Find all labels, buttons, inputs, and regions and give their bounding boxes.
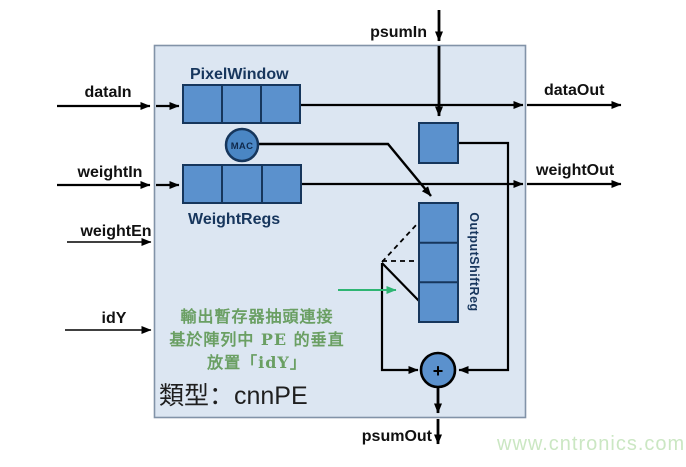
mac-unit: MAC: [224, 127, 260, 163]
watermark: www.cntronics.com: [496, 433, 685, 455]
annotation-line3: 放置「idY」: [206, 353, 307, 372]
annotation-line1: 輸出暫存器抽頭連接: [180, 307, 333, 326]
block-label-outputshiftreg: OutputShiftReg: [467, 212, 481, 311]
wire-tap-to-adder: [380, 263, 419, 374]
port-label-psumout: psumOut: [362, 428, 433, 445]
block-label-weightregs: WeightRegs: [188, 211, 280, 228]
block-label-pixelwindow: PixelWindow: [190, 66, 289, 83]
port-label-weighten: weightEn: [79, 223, 151, 240]
psum-register: [418, 122, 459, 164]
wire-mac-to-shiftreg: [258, 142, 432, 197]
mac-label: MAC: [231, 141, 254, 152]
port-label-weightout: weightOut: [535, 162, 615, 179]
wires: [57, 10, 622, 445]
wire-psumreg-to-adder: [458, 141, 510, 374]
weight-regs-register: [182, 164, 302, 204]
port-label-psumin: psumIn: [370, 24, 427, 41]
type-label: 類型：cnnPE: [159, 382, 308, 410]
port-label-datain: dataIn: [84, 84, 131, 101]
port-label-idy: idY: [102, 310, 127, 327]
annotation-line2: 基於陣列中 PE 的垂直: [168, 330, 344, 349]
pixel-window-register: [182, 84, 301, 124]
port-label-weightin: weightIn: [77, 164, 143, 181]
output-shift-register: [418, 202, 459, 323]
adder-label: +: [433, 361, 444, 381]
wire-tap-selected: [381, 262, 421, 303]
adder-unit: +: [419, 351, 457, 389]
port-label-dataout: dataOut: [544, 82, 605, 99]
